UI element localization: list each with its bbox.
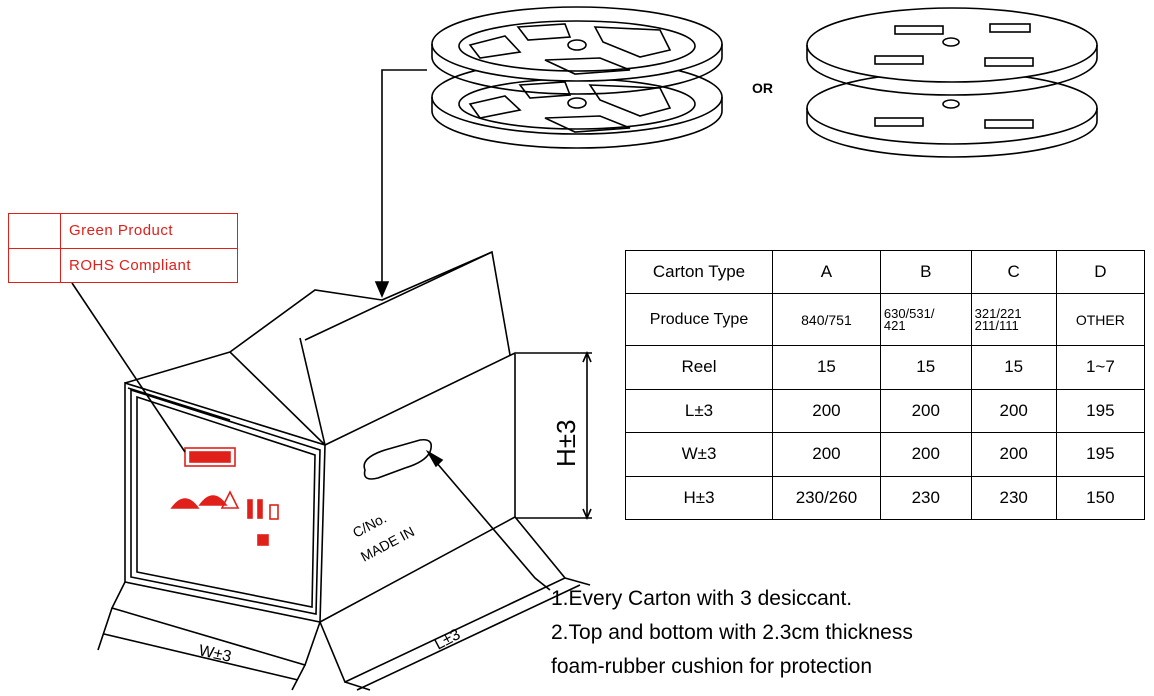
table-cell: 15	[879, 345, 972, 390]
table-row: Produce Type 840/751 630/531/ 421 321/22…	[625, 293, 1146, 347]
table-cell: L±3	[625, 388, 773, 434]
table-cell: 200	[772, 432, 881, 477]
table-cell: Reel	[625, 345, 773, 390]
table-cell: C	[970, 249, 1057, 295]
table-cell: W±3	[625, 432, 773, 477]
table-cell: 230	[970, 475, 1057, 521]
table-cell: B	[879, 249, 972, 295]
table-cell: 630/531/ 421	[879, 293, 972, 347]
table-row: W±3 200 200 200 195	[625, 432, 1146, 477]
green-product-label: Green Product	[69, 222, 174, 239]
table-row: Reel 15 15 15 1~7	[625, 345, 1146, 390]
table-cell: A	[772, 249, 881, 295]
table-cell: H±3	[625, 475, 773, 521]
width-dim-lines	[97, 607, 306, 691]
reel-leader	[381, 69, 427, 292]
table-cell: 230/260	[772, 475, 881, 521]
width-dim-text: W±3	[197, 642, 233, 665]
table-cell: 200	[879, 388, 972, 434]
table-cell: Produce Type	[625, 293, 773, 347]
note-line: 2.Top and bottom with 2.3cm thickness	[551, 621, 913, 644]
table-cell: OTHER	[1055, 293, 1146, 347]
table-row: L±3 200 200 200 195	[625, 388, 1146, 434]
table-cell: D	[1055, 249, 1146, 295]
compliance-label-box: Green Product ROHS Compliant	[8, 213, 238, 283]
carton	[110, 250, 567, 684]
table-cell: 15	[772, 345, 881, 390]
or-text: OR	[752, 80, 773, 96]
table-cell: 321/221 211/111	[970, 293, 1057, 347]
note-line: 1.Every Carton with 3 desiccant.	[551, 587, 853, 610]
table-cell: 195	[1055, 432, 1146, 477]
table-cell: 1~7	[1055, 345, 1146, 390]
rohs-label: ROHS Compliant	[69, 257, 192, 274]
length-dim-lines	[344, 577, 591, 691]
note-line: foam-rubber cushion for protection	[551, 655, 872, 678]
table-cell: 200	[879, 432, 972, 477]
reel-pair-slotted	[431, 6, 723, 149]
label-leader	[71, 282, 186, 453]
table-cell: 195	[1055, 388, 1146, 434]
table-cell: Carton Type	[625, 249, 773, 295]
height-dim-text: H±3	[551, 419, 581, 467]
table-cell: 200	[772, 388, 881, 434]
carton-spec-table: Carton Type A B C D Produce Type 840/751…	[625, 249, 1146, 521]
table-cell: 230	[879, 475, 972, 521]
table-cell: 200	[970, 388, 1057, 434]
table-cell: 200	[970, 432, 1057, 477]
table-cell: 15	[970, 345, 1057, 390]
packaging-notes: 1.Every Carton with 3 desiccant. 2.Top a…	[551, 582, 913, 684]
table-header-row: Carton Type A B C D	[625, 249, 1146, 295]
table-row: H±3 230/260 230 230 150	[625, 475, 1146, 521]
length-dim-text: L±3	[432, 626, 464, 654]
height-dim-lines	[516, 352, 592, 519]
table-cell: 840/751	[772, 293, 881, 347]
table-cell: 150	[1055, 475, 1146, 521]
reel-pair-plain	[806, 7, 1098, 158]
notes-leader	[429, 454, 551, 591]
